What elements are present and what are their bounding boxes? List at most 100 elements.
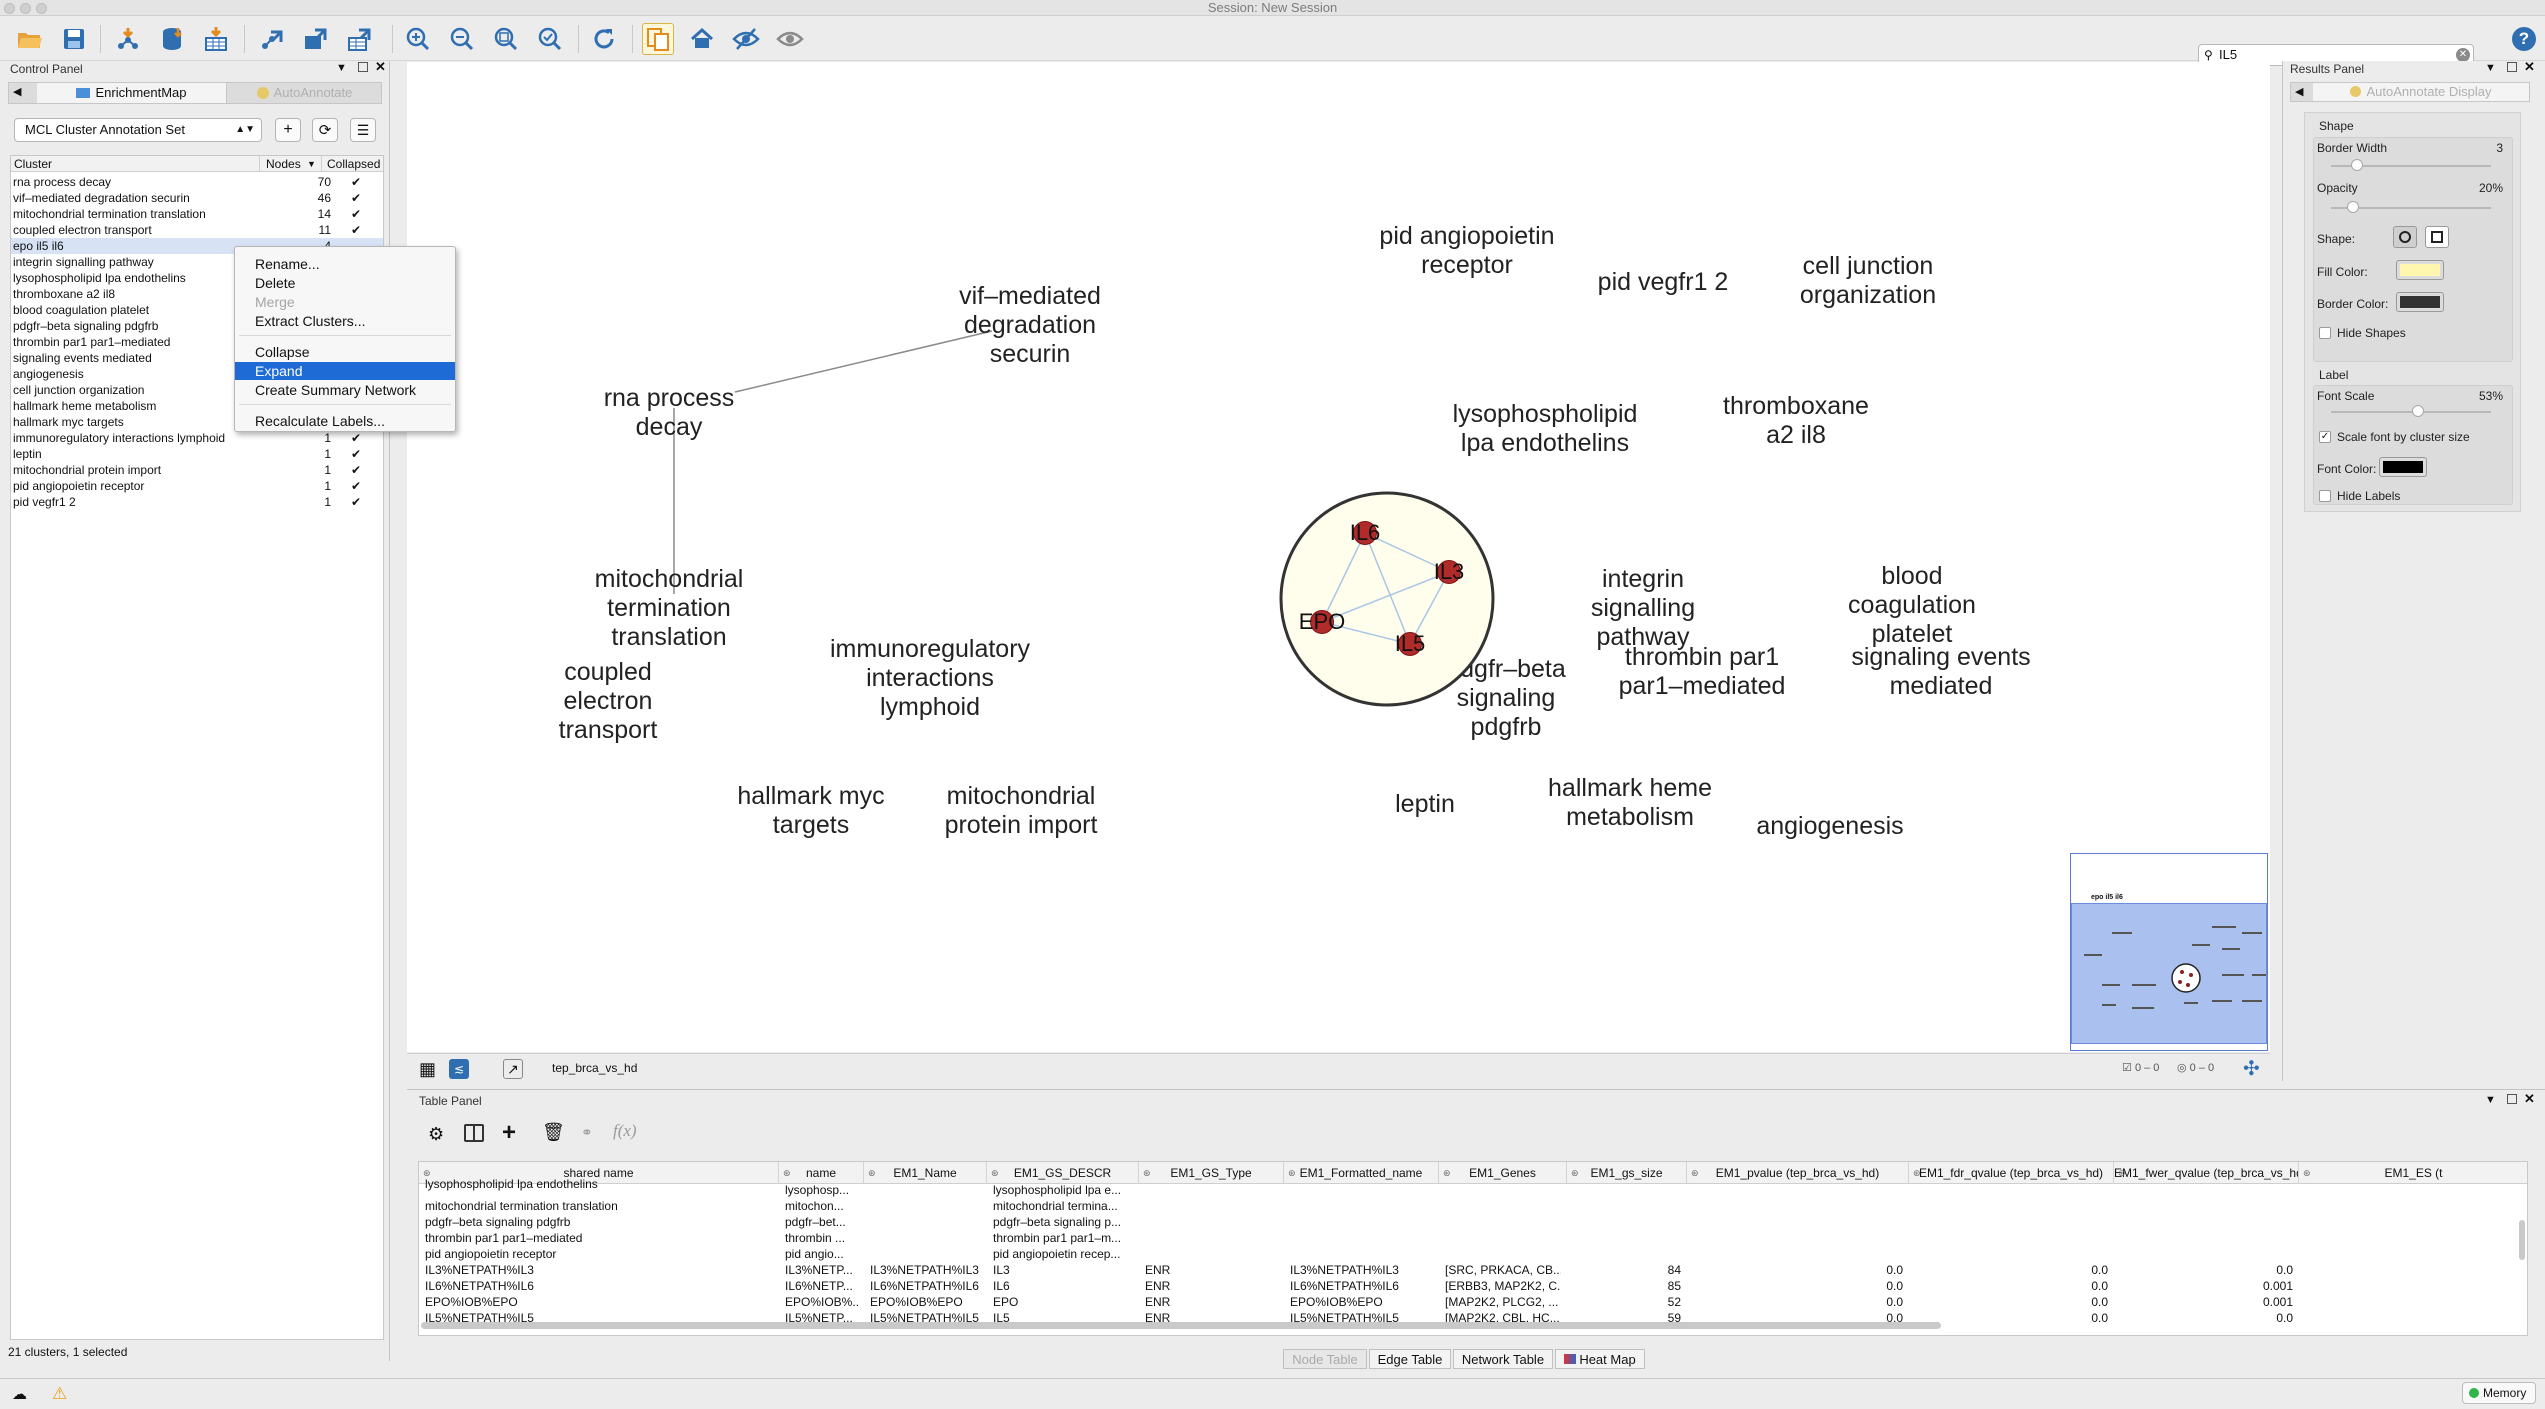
cluster-label[interactable]: pid angiopoietin receptor bbox=[1379, 222, 1555, 279]
table-cell[interactable]: IL3 bbox=[993, 1263, 1010, 1277]
table-column-header[interactable]: ⊛name bbox=[779, 1162, 864, 1184]
table-cell[interactable]: 0.0 bbox=[2276, 1311, 2293, 1325]
cluster-label[interactable]: cell junction organization bbox=[1799, 252, 1937, 309]
recalculate-labels-menu-item[interactable]: Recalculate Labels... bbox=[255, 413, 385, 429]
zoom-in-icon[interactable] bbox=[402, 23, 434, 55]
table-cell[interactable]: pid angiopoietin receptor bbox=[425, 1247, 557, 1261]
table-cell[interactable]: IL3%NETP... bbox=[785, 1263, 853, 1277]
zoom-fit-icon[interactable] bbox=[490, 23, 522, 55]
close-panel-icon[interactable]: ✕ bbox=[2524, 59, 2535, 74]
close-panel-icon[interactable]: ✕ bbox=[375, 59, 386, 74]
gene-node[interactable] bbox=[1437, 560, 1461, 584]
table-cell[interactable]: lysophospholipid lpa endothelins bbox=[425, 1177, 598, 1191]
hide-labels-checkbox[interactable] bbox=[2319, 490, 2331, 502]
create-summary-network-menu-item[interactable]: Create Summary Network bbox=[255, 382, 417, 398]
table-cell[interactable]: 0.0 bbox=[2091, 1311, 2108, 1325]
table-column-header[interactable]: ⊛EM1_GS_DESCR bbox=[987, 1162, 1139, 1184]
cluster-label[interactable]: leptin bbox=[1395, 790, 1455, 818]
table-cell[interactable]: 52 bbox=[1667, 1295, 1681, 1309]
table-cell[interactable]: EPO%IOB%EPO bbox=[425, 1295, 518, 1309]
table-cell[interactable]: [ERBB3, MAP2K2, C... bbox=[1445, 1279, 1561, 1293]
panel-menu-icon[interactable]: ▼ bbox=[2485, 62, 2496, 74]
border-color-swatch[interactable] bbox=[2396, 292, 2444, 312]
annotation-set-dropdown[interactable]: MCL Cluster Annotation Set ▲▼ bbox=[14, 118, 262, 142]
cluster-label[interactable]: mitochondrial protein import bbox=[944, 782, 1098, 839]
collapsed-checkbox[interactable]: ✔ bbox=[350, 431, 362, 445]
tab-edge-table[interactable]: Edge Table bbox=[1369, 1349, 1451, 1369]
new-network-from-selection-icon[interactable] bbox=[642, 23, 674, 55]
cluster-label[interactable]: rna process decay bbox=[603, 384, 735, 441]
minimize-window-icon[interactable] bbox=[20, 3, 31, 14]
help-icon[interactable]: ? bbox=[2512, 27, 2536, 51]
gene-node[interactable] bbox=[1310, 610, 1334, 634]
table-cell[interactable]: thrombin ... bbox=[785, 1231, 846, 1245]
float-panel-icon[interactable] bbox=[358, 62, 368, 72]
table-cell[interactable]: pid angiopoietin recep... bbox=[993, 1247, 1121, 1261]
panel-menu-icon[interactable]: ▼ bbox=[336, 62, 347, 74]
table-cell[interactable]: thrombin par1 par1–mediated bbox=[425, 1231, 583, 1245]
cluster-label[interactable]: coupled electron transport bbox=[558, 658, 658, 744]
collapsed-checkbox[interactable]: ✔ bbox=[350, 191, 362, 205]
cluster-label[interactable]: thromboxane a2 il8 bbox=[1723, 392, 1869, 449]
table-cell[interactable]: 0.0 bbox=[1886, 1295, 1903, 1309]
vertical-scrollbar[interactable] bbox=[2519, 1220, 2525, 1260]
zoom-selected-icon[interactable] bbox=[534, 23, 566, 55]
detach-view-icon[interactable]: ↗ bbox=[503, 1059, 523, 1079]
shape-rectangle-button[interactable] bbox=[2425, 226, 2449, 248]
cluster-label[interactable]: vif–mediated degradation securin bbox=[959, 282, 1101, 368]
column-header-collapsed[interactable]: Collapsed bbox=[327, 157, 381, 171]
tab-enrichmentmap[interactable]: EnrichmentMap bbox=[37, 83, 227, 103]
cluster-label[interactable]: signaling events mediated bbox=[1851, 643, 2031, 700]
export-table-icon[interactable] bbox=[344, 23, 376, 55]
table-cell[interactable]: IL5%NETPATH%IL5 bbox=[1290, 1311, 1399, 1325]
redraw-annotations-button[interactable]: ⟳ bbox=[312, 118, 338, 142]
table-cell[interactable]: IL3%NETPATH%IL3 bbox=[870, 1263, 979, 1277]
cloud-icon[interactable]: ☁ bbox=[12, 1386, 27, 1403]
table-cell[interactable]: IL6 bbox=[993, 1279, 1010, 1293]
table-cell[interactable]: mitochondrial termination translation bbox=[425, 1199, 618, 1213]
table-cell[interactable]: IL6%NETPATH%IL6 bbox=[870, 1279, 979, 1293]
share-network-icon[interactable]: ≲ bbox=[449, 1059, 469, 1079]
tab-autoannotate-display[interactable]: AutoAnnotate Display bbox=[2313, 83, 2529, 101]
network-navigator[interactable]: epo il5 il6 bbox=[2070, 853, 2268, 1051]
fit-content-icon[interactable]: ✣ bbox=[2243, 1058, 2260, 1080]
collapsed-checkbox[interactable]: ✔ bbox=[350, 207, 362, 221]
horizontal-scrollbar[interactable] bbox=[421, 1322, 1941, 1329]
navigator-viewport[interactable] bbox=[2071, 903, 2267, 1044]
table-column-header[interactable]: ⊛EM1_Genes bbox=[1439, 1162, 1567, 1184]
table-settings-icon[interactable]: ⚙ bbox=[428, 1124, 445, 1144]
cluster-label[interactable]: hallmark myc targets bbox=[737, 782, 885, 839]
table-cell[interactable]: 0.0 bbox=[2091, 1295, 2108, 1309]
cluster-row[interactable]: blood coagulation platelet bbox=[11, 302, 383, 318]
table-cell[interactable]: IL5 bbox=[993, 1311, 1010, 1325]
add-annotation-set-button[interactable]: + bbox=[275, 118, 301, 142]
clear-search-icon[interactable]: ✕ bbox=[2456, 48, 2470, 62]
table-cell[interactable]: 85 bbox=[1667, 1279, 1681, 1293]
table-cell[interactable]: 0.001 bbox=[2262, 1279, 2293, 1293]
shape-ellipse-button[interactable] bbox=[2393, 226, 2417, 248]
open-session-icon[interactable] bbox=[14, 23, 46, 55]
table-cell[interactable]: IL5%NETP... bbox=[785, 1311, 853, 1325]
table-cell[interactable]: ENR bbox=[1145, 1295, 1171, 1309]
import-network-icon[interactable] bbox=[112, 23, 144, 55]
cluster-label[interactable]: angiogenesis bbox=[1756, 812, 1904, 840]
export-image-icon[interactable] bbox=[300, 23, 332, 55]
opacity-slider-knob[interactable] bbox=[2347, 201, 2359, 213]
table-cell[interactable]: 0.0 bbox=[1886, 1279, 1903, 1293]
expand-menu-item[interactable]: Expand bbox=[235, 362, 455, 380]
table-cell[interactable]: ENR bbox=[1145, 1263, 1171, 1277]
table-column-header[interactable]: ⊛EM1_Formatted_name bbox=[1284, 1162, 1439, 1184]
gene-node[interactable] bbox=[1398, 632, 1422, 656]
cluster-row[interactable]: angiogenesis bbox=[11, 366, 383, 382]
